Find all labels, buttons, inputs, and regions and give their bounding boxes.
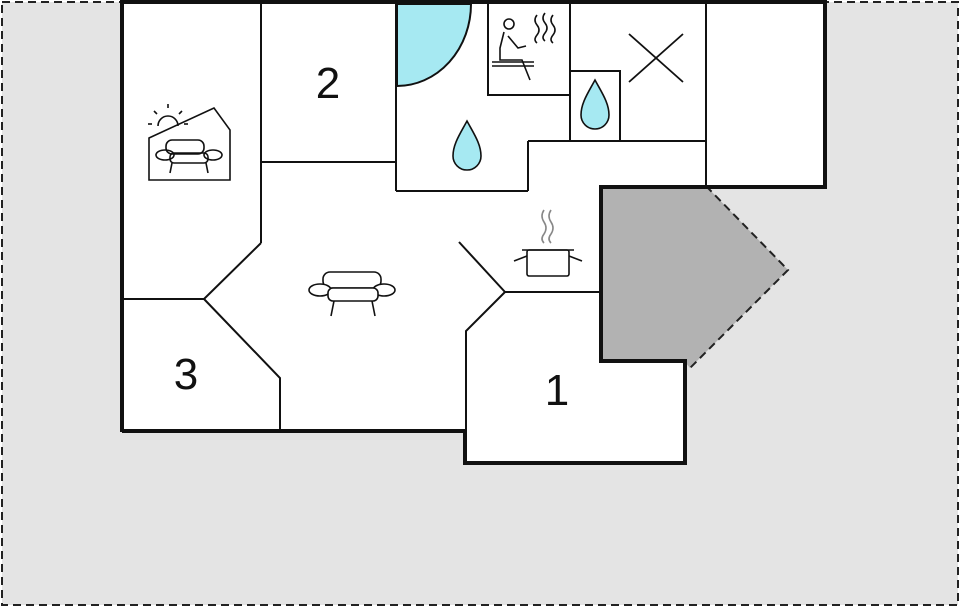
shower-area (396, 3, 473, 88)
sofa-icon (308, 271, 396, 317)
terrace-dashed-edge (689, 185, 790, 369)
shower-drop-icon (580, 78, 610, 130)
room-1-label: 1 (545, 366, 569, 415)
water-drop-icon (452, 119, 482, 171)
room-3-label: 3 (174, 350, 198, 399)
room-2-label: 2 (316, 59, 340, 108)
cross-mark-icon (628, 33, 684, 83)
outer-walls (120, 0, 827, 465)
cooking-pot-icon (513, 209, 583, 277)
inner-walls (122, 2, 707, 431)
terrace (601, 186, 788, 368)
sauna-icon (492, 12, 556, 81)
sunroom-sofa-icon (148, 104, 231, 181)
